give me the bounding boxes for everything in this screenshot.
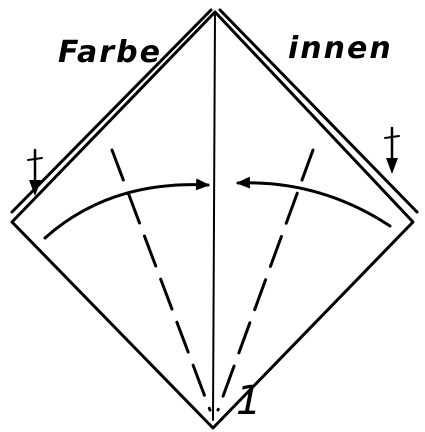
down-arrow-left-tick [27, 157, 43, 161]
down-arrow-right-head [386, 158, 398, 174]
fold-line-right-dashed [216, 148, 315, 412]
paper-back-layer-right [218, 8, 419, 214]
paper-back-layer-left [10, 8, 213, 214]
paper-diamond [10, 10, 415, 430]
label-farbe: Farbe [58, 35, 162, 70]
fold-arrow-left [43, 178, 210, 240]
label-innen: innen [288, 31, 393, 66]
step-number: 1 [236, 378, 261, 424]
down-arrow-left-head [29, 180, 41, 196]
fold-arrow-right [236, 176, 392, 228]
fold-line-left-dashed [110, 148, 212, 412]
down-arrow-right-tick [384, 135, 400, 139]
center-crease-line [212, 11, 216, 421]
